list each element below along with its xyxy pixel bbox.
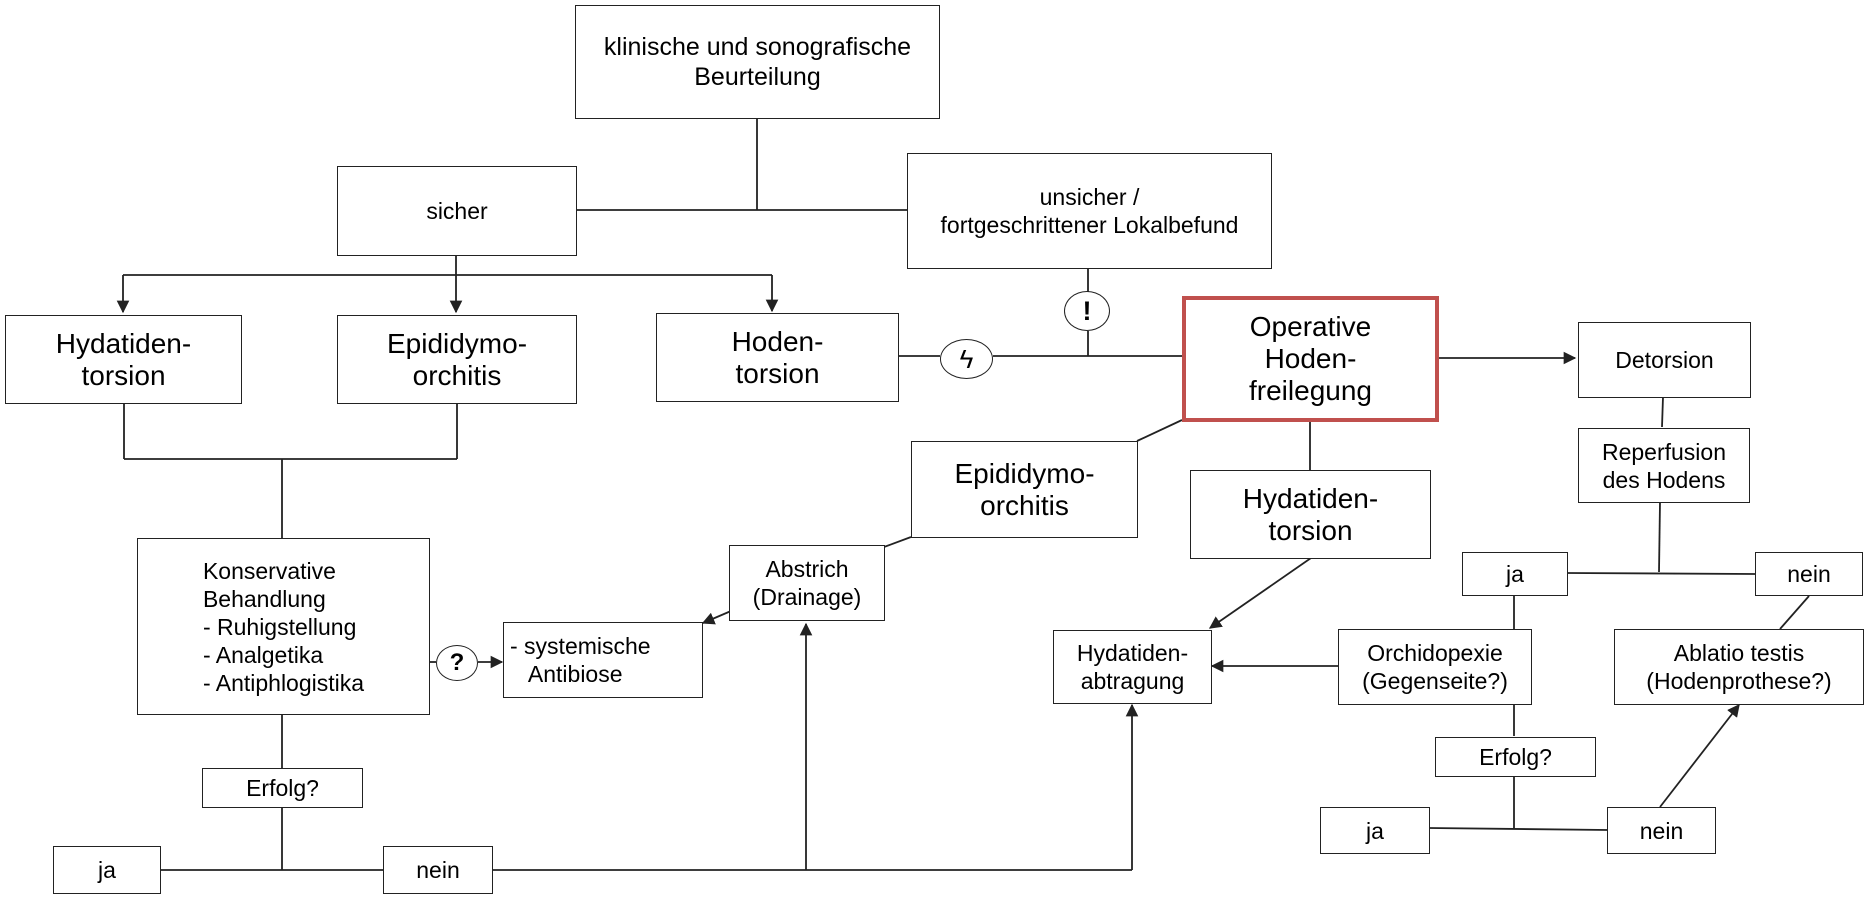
question-icon: ? bbox=[436, 645, 478, 681]
unsure-box: unsicher / fortgeschrittener Lokalbefund bbox=[907, 153, 1272, 269]
yes-left-label: ja bbox=[98, 857, 116, 883]
success-right-box: Erfolg? bbox=[1435, 737, 1596, 777]
reperfusion-label: Reperfusion des Hodens bbox=[1601, 438, 1727, 493]
antibiotics-label: - systemische Antibiose bbox=[510, 633, 651, 687]
arrow-to-ablation bbox=[1659, 704, 1740, 808]
sure-label: sicher bbox=[426, 198, 488, 224]
surgical-exposure-label: Operative Hoden- freilegung bbox=[1249, 311, 1372, 406]
detorsion-label: Detorsion bbox=[1615, 347, 1714, 373]
success-left-label: Erfolg? bbox=[246, 775, 319, 801]
ablation-box: Ablatio testis (Hodenprothese?) bbox=[1614, 629, 1864, 705]
conservative-box: Konservative Behandlung - Ruhigstellung … bbox=[137, 538, 430, 715]
yes-bottom-right-label: ja bbox=[1366, 817, 1384, 844]
connector bbox=[1566, 572, 1756, 575]
epididymo-center-box: Epididymo- orchitis bbox=[911, 441, 1138, 538]
hydatid-torsion-center-box: Hydatiden- torsion bbox=[1190, 470, 1431, 559]
no-bottom-right-box: nein bbox=[1607, 807, 1716, 854]
orchidopexy-box: Orchidopexie (Gegenseite?) bbox=[1338, 629, 1532, 705]
epididymo-center-label: Epididymo- orchitis bbox=[954, 457, 1095, 521]
unsure-label: unsicher / fortgeschrittener Lokalbefund bbox=[940, 184, 1239, 238]
testis-torsion-box: Hoden- torsion bbox=[656, 313, 899, 402]
epididymo-left-label: Epididymo- orchitis bbox=[386, 327, 528, 391]
connector bbox=[1428, 827, 1609, 831]
hydatid-removal-box: Hydatiden- abtragung bbox=[1053, 630, 1212, 704]
no-right-label: nein bbox=[1787, 561, 1831, 587]
yes-right-label: ja bbox=[1506, 561, 1524, 587]
hydatid-torsion-left-box: Hydatiden- torsion bbox=[5, 315, 242, 404]
yes-left-box: ja bbox=[53, 846, 161, 894]
sure-box: sicher bbox=[337, 166, 577, 256]
no-left-label: nein bbox=[416, 857, 460, 883]
conservative-label: Konservative Behandlung - Ruhigstellung … bbox=[202, 557, 365, 696]
connector bbox=[883, 536, 912, 548]
ablation-label: Ablatio testis (Hodenprothese?) bbox=[1646, 640, 1832, 694]
hydatid-removal-label: Hydatiden- abtragung bbox=[1076, 640, 1189, 694]
reperfusion-box: Reperfusion des Hodens bbox=[1578, 428, 1750, 503]
assessment-label: klinische und sonografische Beurteilung bbox=[603, 33, 912, 91]
surgical-exposure-box: Operative Hoden- freilegung bbox=[1182, 296, 1439, 422]
swab-label: Abstrich (Drainage) bbox=[752, 556, 862, 610]
hydatid-torsion-center-label: Hydatiden- torsion bbox=[1242, 482, 1379, 546]
antibiotics-box: - systemische Antibiose bbox=[503, 622, 703, 698]
question-symbol: ? bbox=[449, 649, 465, 676]
no-right-box: nein bbox=[1755, 552, 1863, 596]
success-left-box: Erfolg? bbox=[202, 768, 363, 808]
yes-bottom-right-box: ja bbox=[1320, 807, 1430, 854]
detorsion-box: Detorsion bbox=[1578, 322, 1751, 398]
swab-box: Abstrich (Drainage) bbox=[729, 545, 885, 621]
connector bbox=[1658, 501, 1661, 573]
arrow-to-hydatid-removal-from-torsion bbox=[1208, 557, 1312, 629]
hydatid-torsion-left-label: Hydatiden- torsion bbox=[55, 327, 192, 391]
testis-torsion-label: Hoden- torsion bbox=[731, 325, 824, 389]
lightning-icon: ϟ bbox=[940, 339, 993, 379]
orchidopexy-label: Orchidopexie (Gegenseite?) bbox=[1362, 640, 1508, 694]
lightning-symbol: ϟ bbox=[959, 343, 974, 374]
assessment-box: klinische und sonografische Beurteilung bbox=[575, 5, 940, 119]
connector bbox=[1136, 419, 1183, 442]
no-left-box: nein bbox=[383, 846, 493, 894]
yes-right-box: ja bbox=[1462, 552, 1568, 596]
connector bbox=[1661, 396, 1664, 428]
exclamation-symbol: ! bbox=[1082, 295, 1092, 326]
exclamation-icon: ! bbox=[1064, 291, 1110, 331]
arrow-to-antibiotics-from-swab bbox=[701, 610, 732, 625]
success-right-label: Erfolg? bbox=[1479, 744, 1552, 770]
no-bottom-right-label: nein bbox=[1639, 817, 1684, 844]
epididymo-left-box: Epididymo- orchitis bbox=[337, 315, 577, 404]
connector bbox=[1779, 595, 1810, 630]
